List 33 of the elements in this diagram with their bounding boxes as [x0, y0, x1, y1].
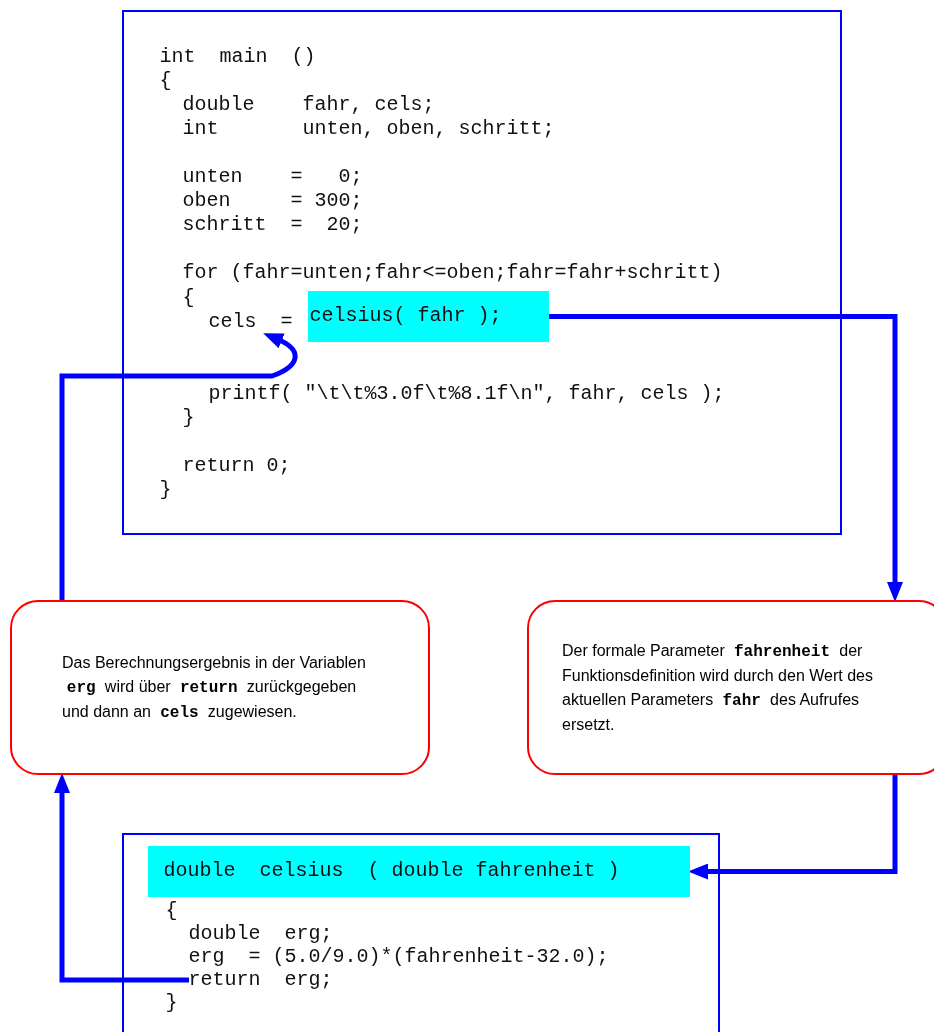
- code-panel: [122, 833, 720, 1032]
- highlight-box: [307, 290, 549, 342]
- code-line: int unten, oben, schritt;: [182, 116, 555, 141]
- code-text: return erg;: [188, 967, 339, 992]
- code-text: cels =: [208, 309, 299, 334]
- highlight-box: [147, 845, 690, 897]
- code-line: oben = 300;: [182, 189, 363, 214]
- code-line: {: [159, 68, 172, 93]
- callout-text: Das Berechnungsergebnis in der Variablen erg wird über return zurückgegeben und dann an cels zugewiesen.: [62, 652, 367, 724]
- code-line: double erg;: [188, 921, 333, 946]
- callout-box: [10, 600, 430, 775]
- code-line: }: [159, 478, 172, 503]
- code-text: double celsius ( double fahrenheit ): [163, 859, 620, 883]
- code-line: {: [165, 898, 178, 923]
- callout-box: [527, 600, 934, 775]
- code-line: for (fahr=unten;fahr<=oben;fahr=fahr+schritt): [182, 261, 723, 286]
- arrow: [688, 775, 898, 880]
- code-line: unten = 0;: [182, 165, 363, 189]
- code-line: int main (): [159, 44, 316, 69]
- code-line: return 0;: [182, 454, 291, 479]
- code-line: printf( "\t\t%3.0f\t%8.1f\n", fahr, cels );: [208, 381, 725, 406]
- callout-text: Der formale Parameter fahrenheit der Funktionsdefinition wird durch den Wert des aktuellen Parameters fahr des Aufrufes ersetzt.: [562, 640, 874, 735]
- arrow: [59, 332, 298, 600]
- arrow: [549, 314, 903, 602]
- code-line: double fahr, cels;: [182, 92, 435, 117]
- code-panel: [122, 10, 842, 535]
- code-line: {: [182, 285, 195, 310]
- code-text: celsius( fahr );: [309, 304, 502, 328]
- code-line: schritt = 20;: [182, 213, 363, 238]
- code-line: }: [165, 990, 178, 1015]
- code-line: erg = (5.0/9.0)*(fahrenheit-32.0);: [188, 944, 609, 969]
- arrow: [54, 773, 189, 983]
- code-line: }: [182, 406, 195, 430]
